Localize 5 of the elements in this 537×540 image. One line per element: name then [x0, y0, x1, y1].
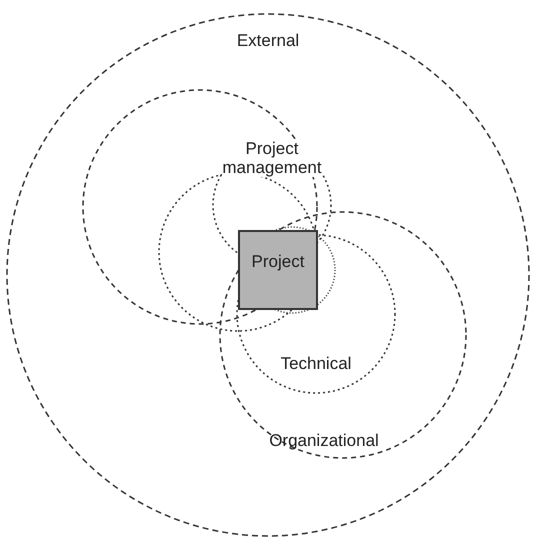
node-label: Organizational: [268, 431, 380, 450]
node-label: Technical: [280, 354, 352, 373]
node-label: External: [236, 31, 300, 50]
node-label: Project: [250, 252, 306, 271]
node-label: Project management: [222, 139, 322, 177]
